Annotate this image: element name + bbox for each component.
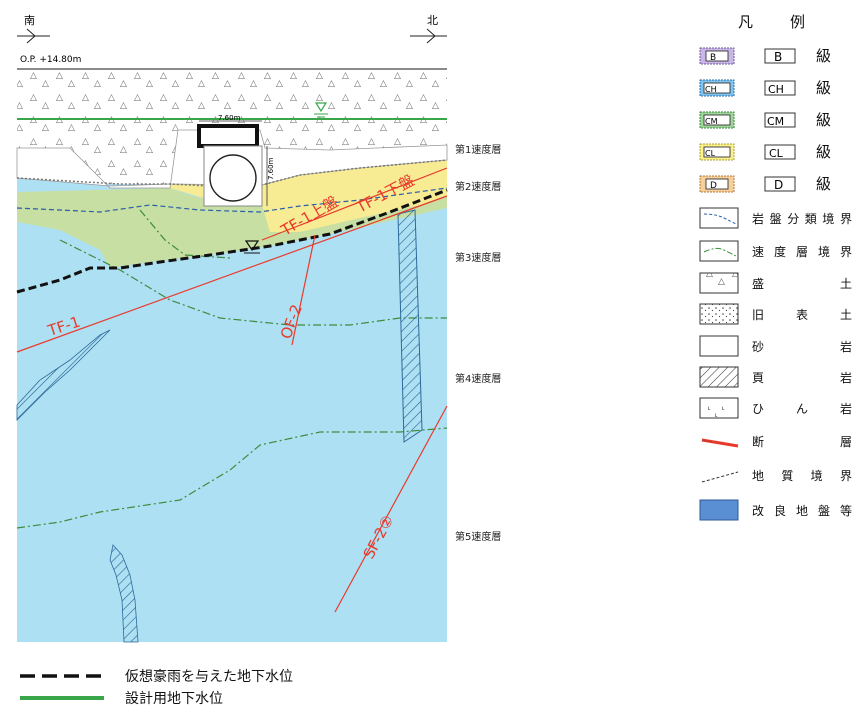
shale-legend: 頁 岩 bbox=[699, 366, 852, 388]
svg-text:CM: CM bbox=[705, 117, 718, 126]
north-label: 北 bbox=[427, 14, 438, 27]
velocity-layer-1-label: 第1速度層 bbox=[455, 143, 501, 156]
svg-text:CM: CM bbox=[767, 115, 784, 128]
svg-text:改良地盤等: 改良地盤等 bbox=[752, 503, 852, 518]
velocity-boundary-line-2 bbox=[59, 239, 447, 326]
svg-text:断 層: 断 層 bbox=[752, 434, 852, 449]
sandstone-legend: 砂 岩 bbox=[699, 335, 852, 357]
svg-text:˪: ˪ bbox=[722, 403, 725, 412]
grade-b-row: B B 級 bbox=[699, 47, 831, 65]
svg-text:CH: CH bbox=[705, 85, 717, 94]
fault-tf1-upper-line bbox=[261, 167, 448, 241]
rock-ch-zone bbox=[17, 178, 447, 642]
geologic-boundary-legend: 地質境界 bbox=[701, 468, 852, 483]
shale-lens-2 bbox=[109, 544, 139, 643]
svg-text:速度層境界: 速度層境界 bbox=[752, 244, 852, 259]
velocity-layer-5-label: 第5速度層 bbox=[455, 530, 501, 543]
svg-text:旧 表 土: 旧 表 土 bbox=[752, 308, 852, 322]
south-label: 南 bbox=[24, 14, 35, 27]
svg-text:級: 級 bbox=[816, 111, 831, 129]
bottom-legend: 仮想豪雨を与えた地下水位 設計用地下水位 bbox=[20, 669, 293, 707]
svg-text:CH: CH bbox=[768, 83, 784, 96]
improved-ground-legend: 改良地盤等 bbox=[699, 499, 852, 521]
svg-text:B: B bbox=[774, 50, 782, 64]
porphyrite-legend: ˪ ˪ ˪ ひ ん 岩 bbox=[699, 397, 852, 419]
svg-text:岩盤分類境界: 岩盤分類境界 bbox=[752, 211, 852, 226]
svg-text:級: 級 bbox=[816, 143, 831, 161]
legend: 凡 例 B B 級 CH CH 級 CM CM 級 bbox=[699, 13, 852, 521]
svg-text:CL: CL bbox=[705, 149, 716, 158]
water-level-marker-1 bbox=[314, 102, 328, 118]
fault-legend: 断 層 bbox=[701, 434, 852, 449]
svg-text:頁 岩: 頁 岩 bbox=[752, 370, 852, 385]
legend-title-1: 凡 bbox=[738, 13, 753, 31]
fault-tf1-line bbox=[16, 195, 448, 353]
svg-text:B: B bbox=[710, 53, 716, 63]
design-groundwater-label: 設計用地下水位 bbox=[125, 691, 223, 707]
heavy-rain-groundwater-line bbox=[16, 188, 448, 294]
tunnel-height-label: 7.60m bbox=[267, 157, 275, 180]
fault-of2-line bbox=[291, 234, 316, 346]
tunnel-ring bbox=[209, 154, 257, 202]
tunnel-box bbox=[197, 124, 259, 148]
velocity-layer-2-label: 第2速度層 bbox=[455, 180, 501, 193]
svg-text:CL: CL bbox=[769, 147, 784, 160]
improved-ground-column bbox=[397, 209, 423, 443]
tunnel-width-label: 7.60m bbox=[218, 114, 241, 122]
elevation-label: O.P. +14.80m bbox=[20, 55, 81, 65]
legend-title-2: 例 bbox=[790, 13, 805, 31]
svg-text:砂 岩: 砂 岩 bbox=[752, 339, 852, 354]
svg-text:D: D bbox=[774, 178, 783, 192]
rock-class-boundary-line bbox=[16, 187, 448, 213]
svg-text:˪: ˪ bbox=[715, 410, 718, 419]
svg-text:˪: ˪ bbox=[708, 403, 711, 412]
grade-cm-row: CM CM 級 bbox=[699, 111, 831, 129]
velocity-layer-4-label: 第4速度層 bbox=[455, 372, 501, 385]
rock-class-boundary-legend: 岩盤分類境界 bbox=[699, 207, 852, 229]
heavy-rain-groundwater-label: 仮想豪雨を与えた地下水位 bbox=[125, 669, 293, 685]
velocity-layer-3-label: 第3速度層 bbox=[455, 251, 501, 264]
rock-cl-zone bbox=[170, 160, 447, 232]
velocity-boundary-legend: 速度層境界 bbox=[699, 240, 852, 262]
water-level-marker-2 bbox=[244, 240, 260, 254]
svg-text:盛 土: 盛 土 bbox=[752, 276, 852, 291]
cross-section bbox=[16, 68, 448, 643]
grade-cl-row: CL CL 級 bbox=[699, 143, 831, 161]
svg-text:地質境界: 地質境界 bbox=[752, 468, 852, 483]
fill-soil-legend: 盛 土 bbox=[699, 272, 852, 294]
north-marker bbox=[410, 28, 447, 44]
svg-text:級: 級 bbox=[816, 175, 831, 193]
shale-lens-1 bbox=[16, 329, 111, 421]
svg-text:ひ ん 岩: ひ ん 岩 bbox=[752, 401, 852, 416]
svg-text:D: D bbox=[710, 181, 717, 191]
svg-text:級: 級 bbox=[816, 79, 831, 97]
south-marker bbox=[17, 28, 50, 44]
grade-d-row: D D 級 bbox=[699, 175, 831, 193]
svg-text:級: 級 bbox=[816, 47, 831, 65]
grade-ch-row: CH CH 級 bbox=[699, 79, 831, 97]
old-topsoil-legend: 旧 表 土 bbox=[699, 303, 852, 325]
fault-sf22-line bbox=[334, 405, 448, 613]
